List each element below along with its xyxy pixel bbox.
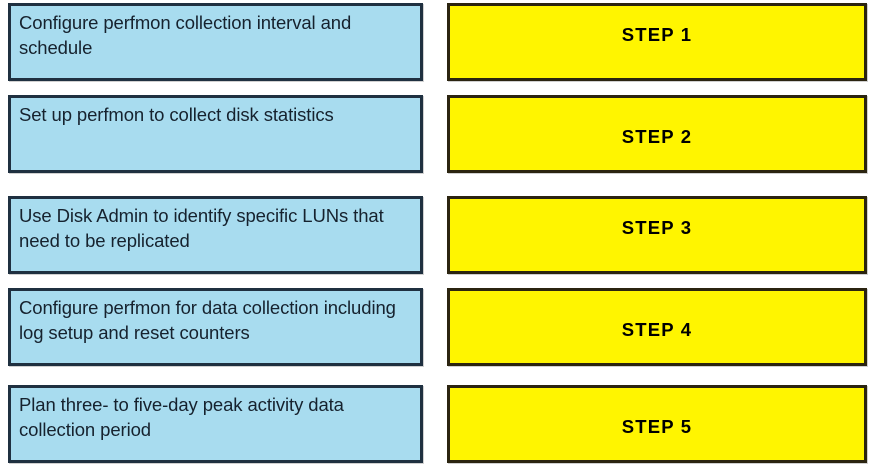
step-box-1[interactable]: STEP 1: [447, 3, 867, 81]
task-text-5: Plan three- to five-day peak activity da…: [19, 394, 344, 440]
task-box-1[interactable]: Configure perfmon collection interval an…: [8, 3, 423, 81]
task-text-1: Configure perfmon collection interval an…: [19, 12, 352, 58]
task-box-4[interactable]: Configure perfmon for data collection in…: [8, 288, 423, 366]
diagram-row-1: Configure perfmon collection interval an…: [0, 3, 881, 81]
step-box-4[interactable]: STEP 4: [447, 288, 867, 366]
task-box-3[interactable]: Use Disk Admin to identify specific LUNs…: [8, 196, 423, 274]
diagram-row-4: Configure perfmon for data collection in…: [0, 288, 881, 366]
diagram-row-3: Use Disk Admin to identify specific LUNs…: [0, 196, 881, 274]
task-text-4: Configure perfmon for data collection in…: [19, 297, 396, 343]
step-label-2: STEP 2: [621, 126, 693, 147]
diagram-row-2: Set up perfmon to collect disk statistic…: [0, 95, 881, 173]
diagram-row-5: Plan three- to five-day peak activity da…: [0, 385, 881, 463]
task-box-5[interactable]: Plan three- to five-day peak activity da…: [8, 385, 423, 463]
task-text-3: Use Disk Admin to identify specific LUNs…: [19, 205, 384, 251]
step-label-1: STEP 1: [621, 24, 693, 45]
step-label-5: STEP 5: [621, 416, 693, 437]
task-text-2: Set up perfmon to collect disk statistic…: [19, 104, 334, 125]
step-box-2[interactable]: STEP 2: [447, 95, 867, 173]
step-box-5[interactable]: STEP 5: [447, 385, 867, 463]
step-label-3: STEP 3: [621, 217, 693, 238]
step-box-3[interactable]: STEP 3: [447, 196, 867, 274]
step-label-4: STEP 4: [621, 319, 693, 340]
task-box-2[interactable]: Set up perfmon to collect disk statistic…: [8, 95, 423, 173]
